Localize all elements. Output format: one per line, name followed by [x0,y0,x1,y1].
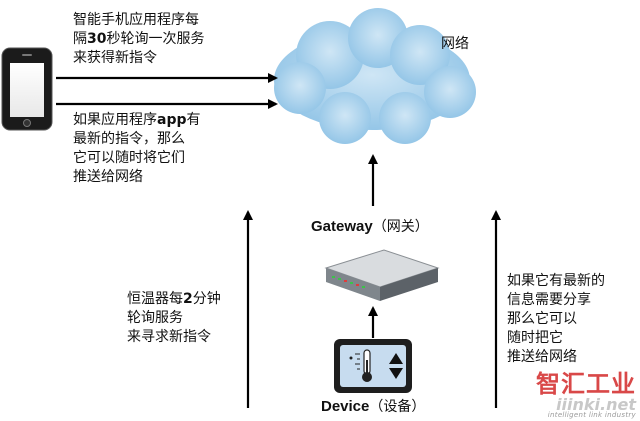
text-line: 推送给网络 [73,169,143,185]
thermostat-poll-description: 恒温器每2分钟 轮询服务 来寻求新指令 [127,290,221,347]
text-line: 最新的指令，那么 [73,131,185,147]
network-label: 网络 [441,36,469,52]
emphasis-text: 2 [183,291,193,307]
text-line: 信息需要分享 [507,292,591,308]
text-line: 如果应用程序app有 [73,112,201,128]
emphasis-text: 30 [87,31,107,47]
phone-icon [1,47,53,131]
device-label-cn: （设备） [369,399,426,415]
watermark-site: iiinki.net [556,395,636,414]
phone-push-description: 如果应用程序app有 最新的指令，那么 它可以随时将它们 推送给网络 [73,111,201,187]
device-push-description: 如果它有最新的 信息需要分享 那么它可以 随时把它 推送给网络 [507,272,605,367]
text-line: 那么它可以 [507,311,577,327]
gateway-label: Gateway（网关） [311,216,429,236]
watermark-brand: 智汇工业 [536,370,636,398]
text-line: 推送给网络 [507,349,577,365]
up-down-arrows-icon [389,353,403,379]
watermark-tagline: intelligent link industry [547,411,636,419]
gateway-router-icon [324,249,440,301]
device-label: Device（设备） [321,396,425,416]
thermostat-icon [334,339,412,393]
text-line: 它可以随时将它们 [73,150,185,166]
text-line: 隔30秒轮询一次服务 [73,31,205,47]
thermometer-icon [349,349,372,382]
gateway-label-cn: （网关） [372,219,429,235]
phone-poll-description: 智能手机应用程序每 隔30秒轮询一次服务 来获得新指令 [73,11,204,68]
cloud-icon [274,8,476,144]
emphasis-text: app [157,112,187,128]
device-label-en: Device [321,398,370,415]
text-line: 来获得新指令 [73,50,157,66]
watermark: 智汇工业 iiinki.net intelligent link industr… [524,364,636,419]
text-line: 来寻求新指令 [127,329,211,345]
text-line: 随时把它 [507,330,563,346]
text-line: 如果它有最新的 [507,273,605,289]
gateway-label-en: Gateway [311,218,373,235]
text-line: 智能手机应用程序每 [73,12,199,28]
text-line: 轮询服务 [127,310,183,326]
text-line: 恒温器每2分钟 [127,291,221,307]
